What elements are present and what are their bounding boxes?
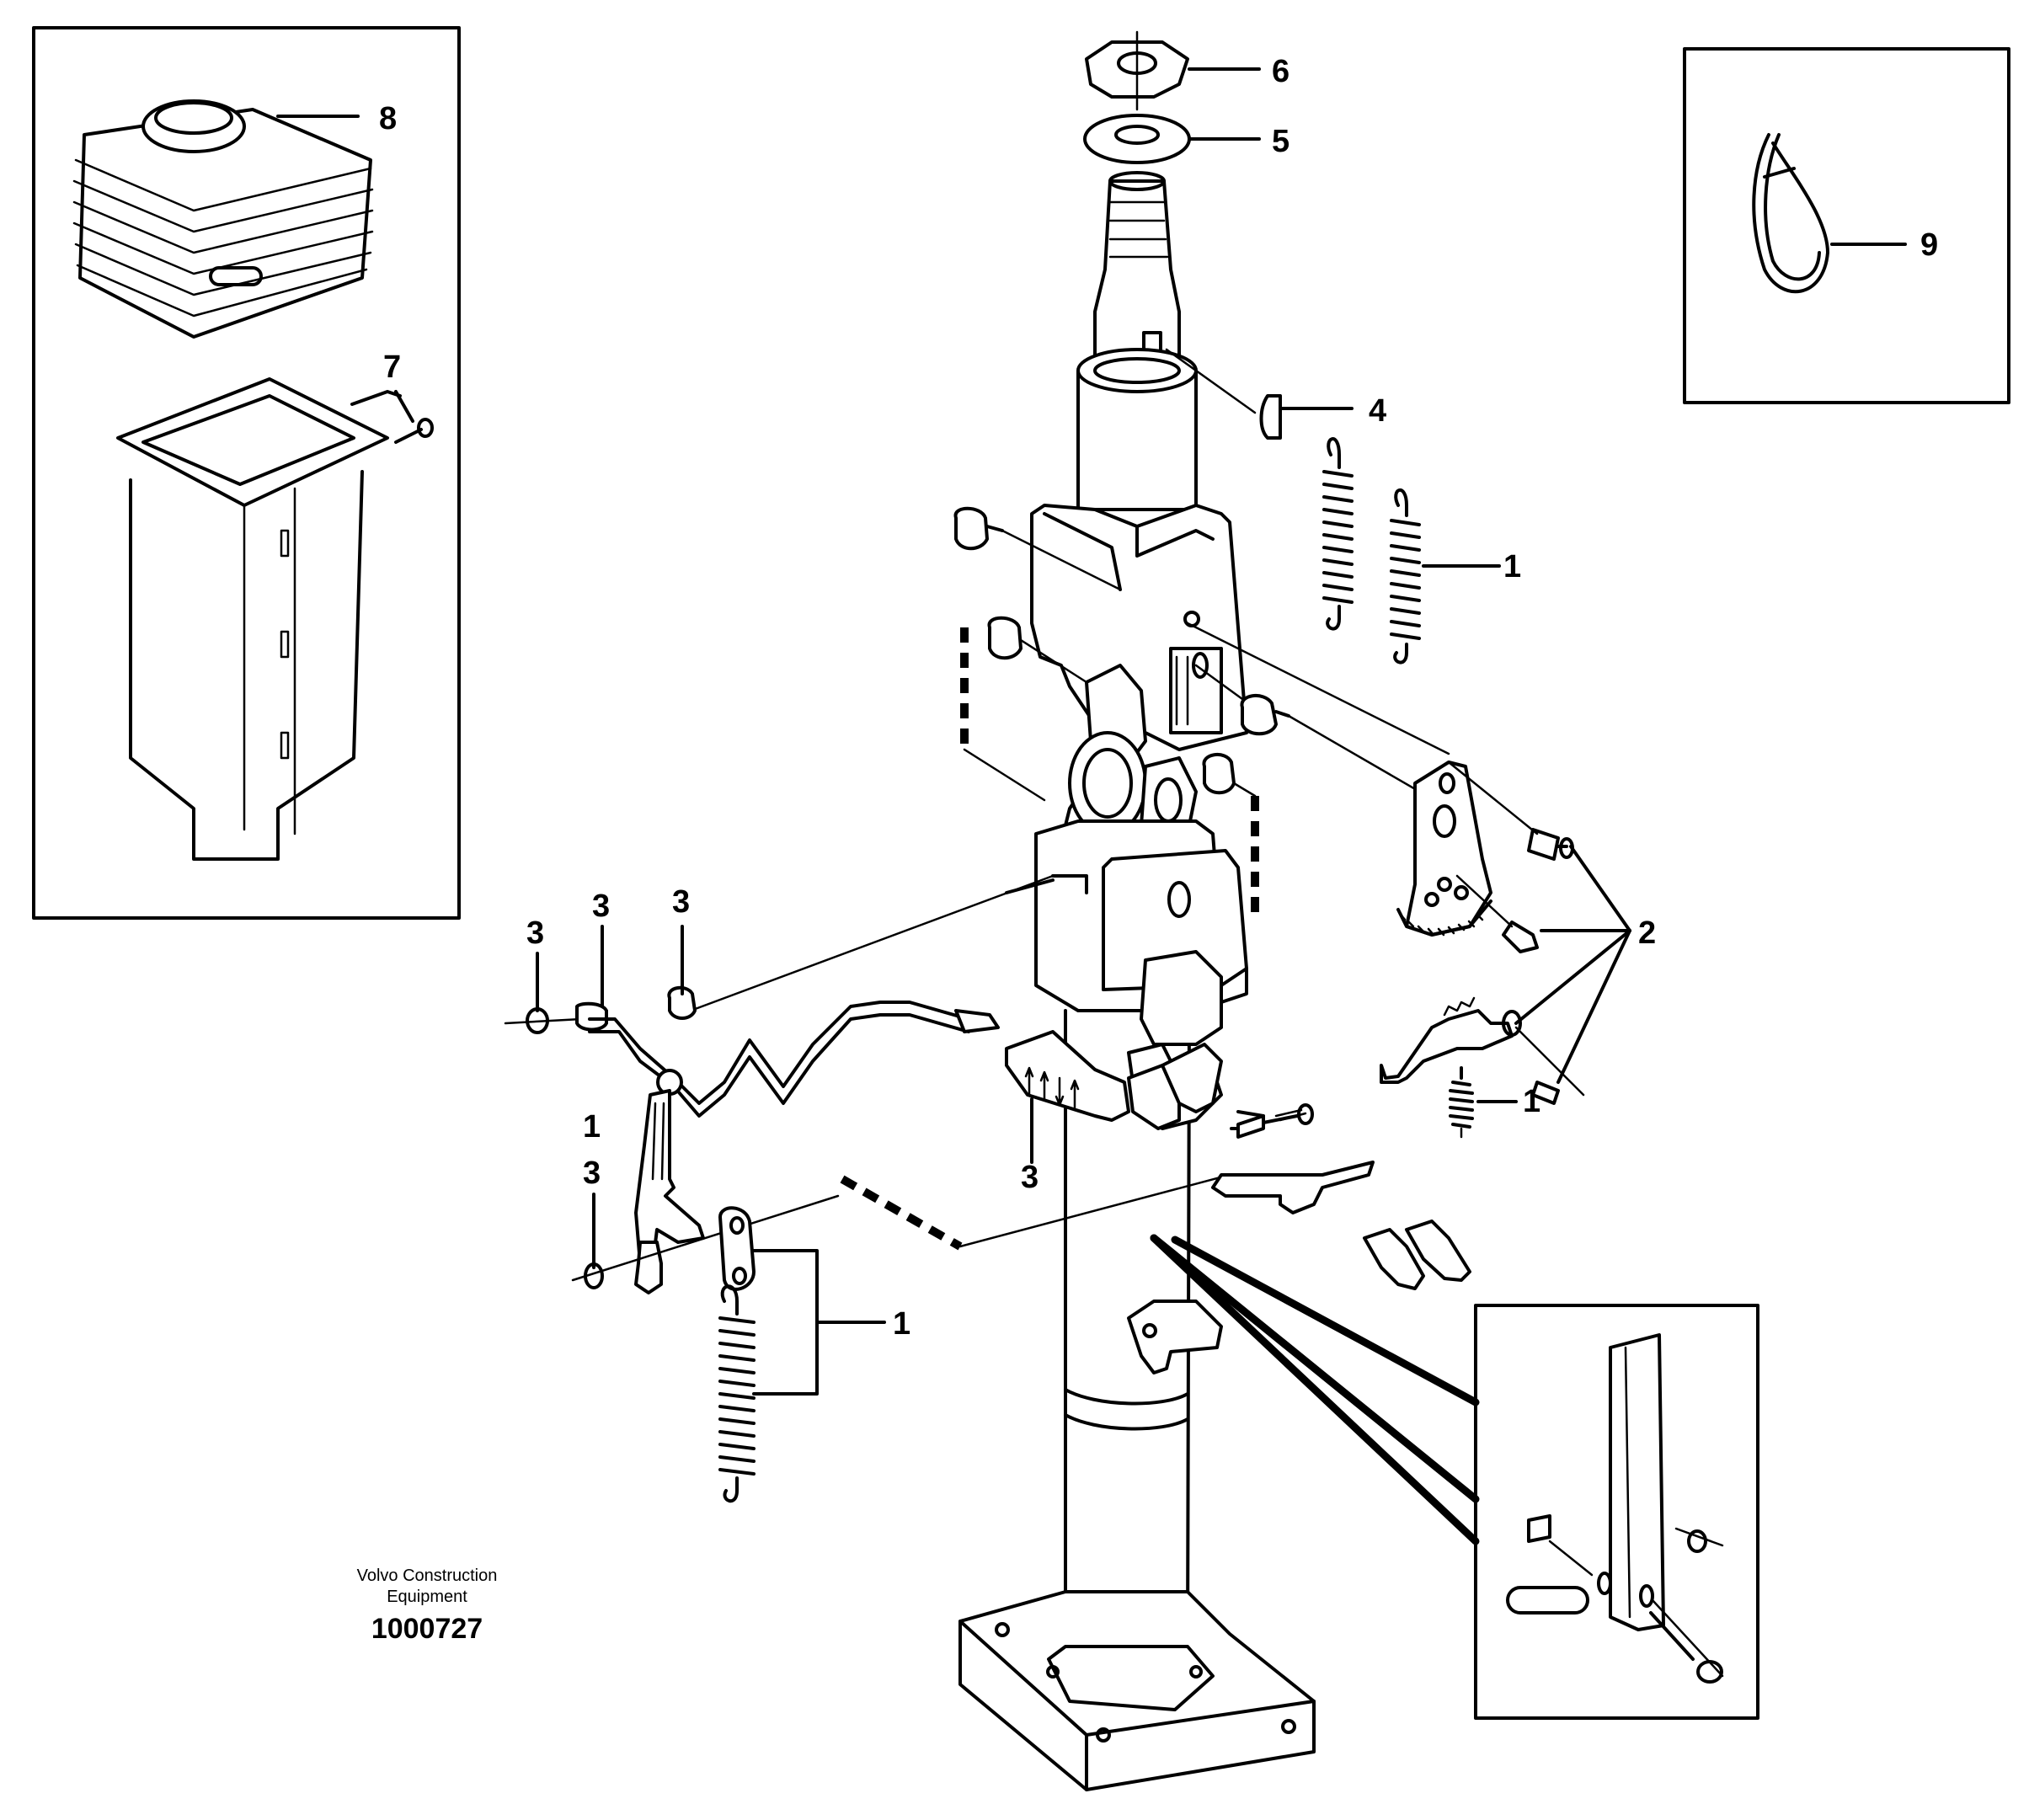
callout-2-group: 2 bbox=[1514, 845, 1656, 1084]
rubber-boot bbox=[72, 99, 374, 339]
key: 4 bbox=[1165, 348, 1386, 440]
steering-column bbox=[958, 30, 1316, 1791]
nut bbox=[1085, 30, 1189, 111]
drawing-number: 1000727 bbox=[371, 1613, 483, 1645]
callout-4: 4 bbox=[1369, 393, 1386, 429]
inset-cable-tie: 9 bbox=[1683, 47, 2010, 404]
callout-3-c: 3 bbox=[672, 884, 690, 920]
callout-1-lower: 1 bbox=[893, 1306, 910, 1342]
pedal-bracket bbox=[1506, 1333, 1724, 1684]
linkage bbox=[504, 874, 1375, 1294]
credit-block: Volvo Construction Equipment 1000727 bbox=[357, 1566, 498, 1645]
callout-9: 9 bbox=[1920, 227, 1938, 263]
boot-housing bbox=[116, 377, 389, 861]
screw-pin bbox=[1447, 761, 1574, 953]
callout-6: 6 bbox=[1272, 54, 1289, 89]
callout-8: 8 bbox=[379, 101, 397, 136]
inset-boot-housing: 8 7 bbox=[32, 26, 461, 920]
credit-line-2: Equipment bbox=[387, 1588, 467, 1606]
sector-plate bbox=[1396, 761, 1492, 937]
callout-7: 7 bbox=[383, 350, 401, 385]
callout-1-upper: 1 bbox=[1503, 549, 1521, 584]
callout-3-e: 3 bbox=[583, 1156, 601, 1191]
callout-1-left: 1 bbox=[583, 1109, 601, 1145]
screw bbox=[394, 418, 434, 444]
springs-lower: 1 bbox=[718, 1249, 910, 1502]
springs-upper: 1 bbox=[1322, 437, 1521, 664]
callout-5: 5 bbox=[1272, 124, 1289, 159]
callout-3-a: 3 bbox=[526, 915, 544, 951]
washer bbox=[1083, 114, 1191, 164]
callout-3-b: 3 bbox=[592, 889, 610, 924]
spring-clips bbox=[1363, 1220, 1471, 1290]
dashed-leaders bbox=[840, 627, 1259, 1251]
credit-line-1: Volvo Construction bbox=[357, 1566, 498, 1585]
bushings bbox=[953, 506, 1290, 798]
callouts-left: 3 3 3 3 1 3 bbox=[526, 884, 1039, 1269]
callout-3-d: 3 bbox=[1021, 1160, 1039, 1195]
inset-pedal-detail bbox=[1474, 1304, 1759, 1720]
callout-1-right: 1 bbox=[1523, 1084, 1540, 1119]
cable-tie bbox=[1752, 133, 1829, 294]
callout-2: 2 bbox=[1638, 915, 1656, 951]
lever-2: 1 bbox=[1380, 996, 1585, 1139]
detail-leader bbox=[1150, 1234, 1480, 1545]
